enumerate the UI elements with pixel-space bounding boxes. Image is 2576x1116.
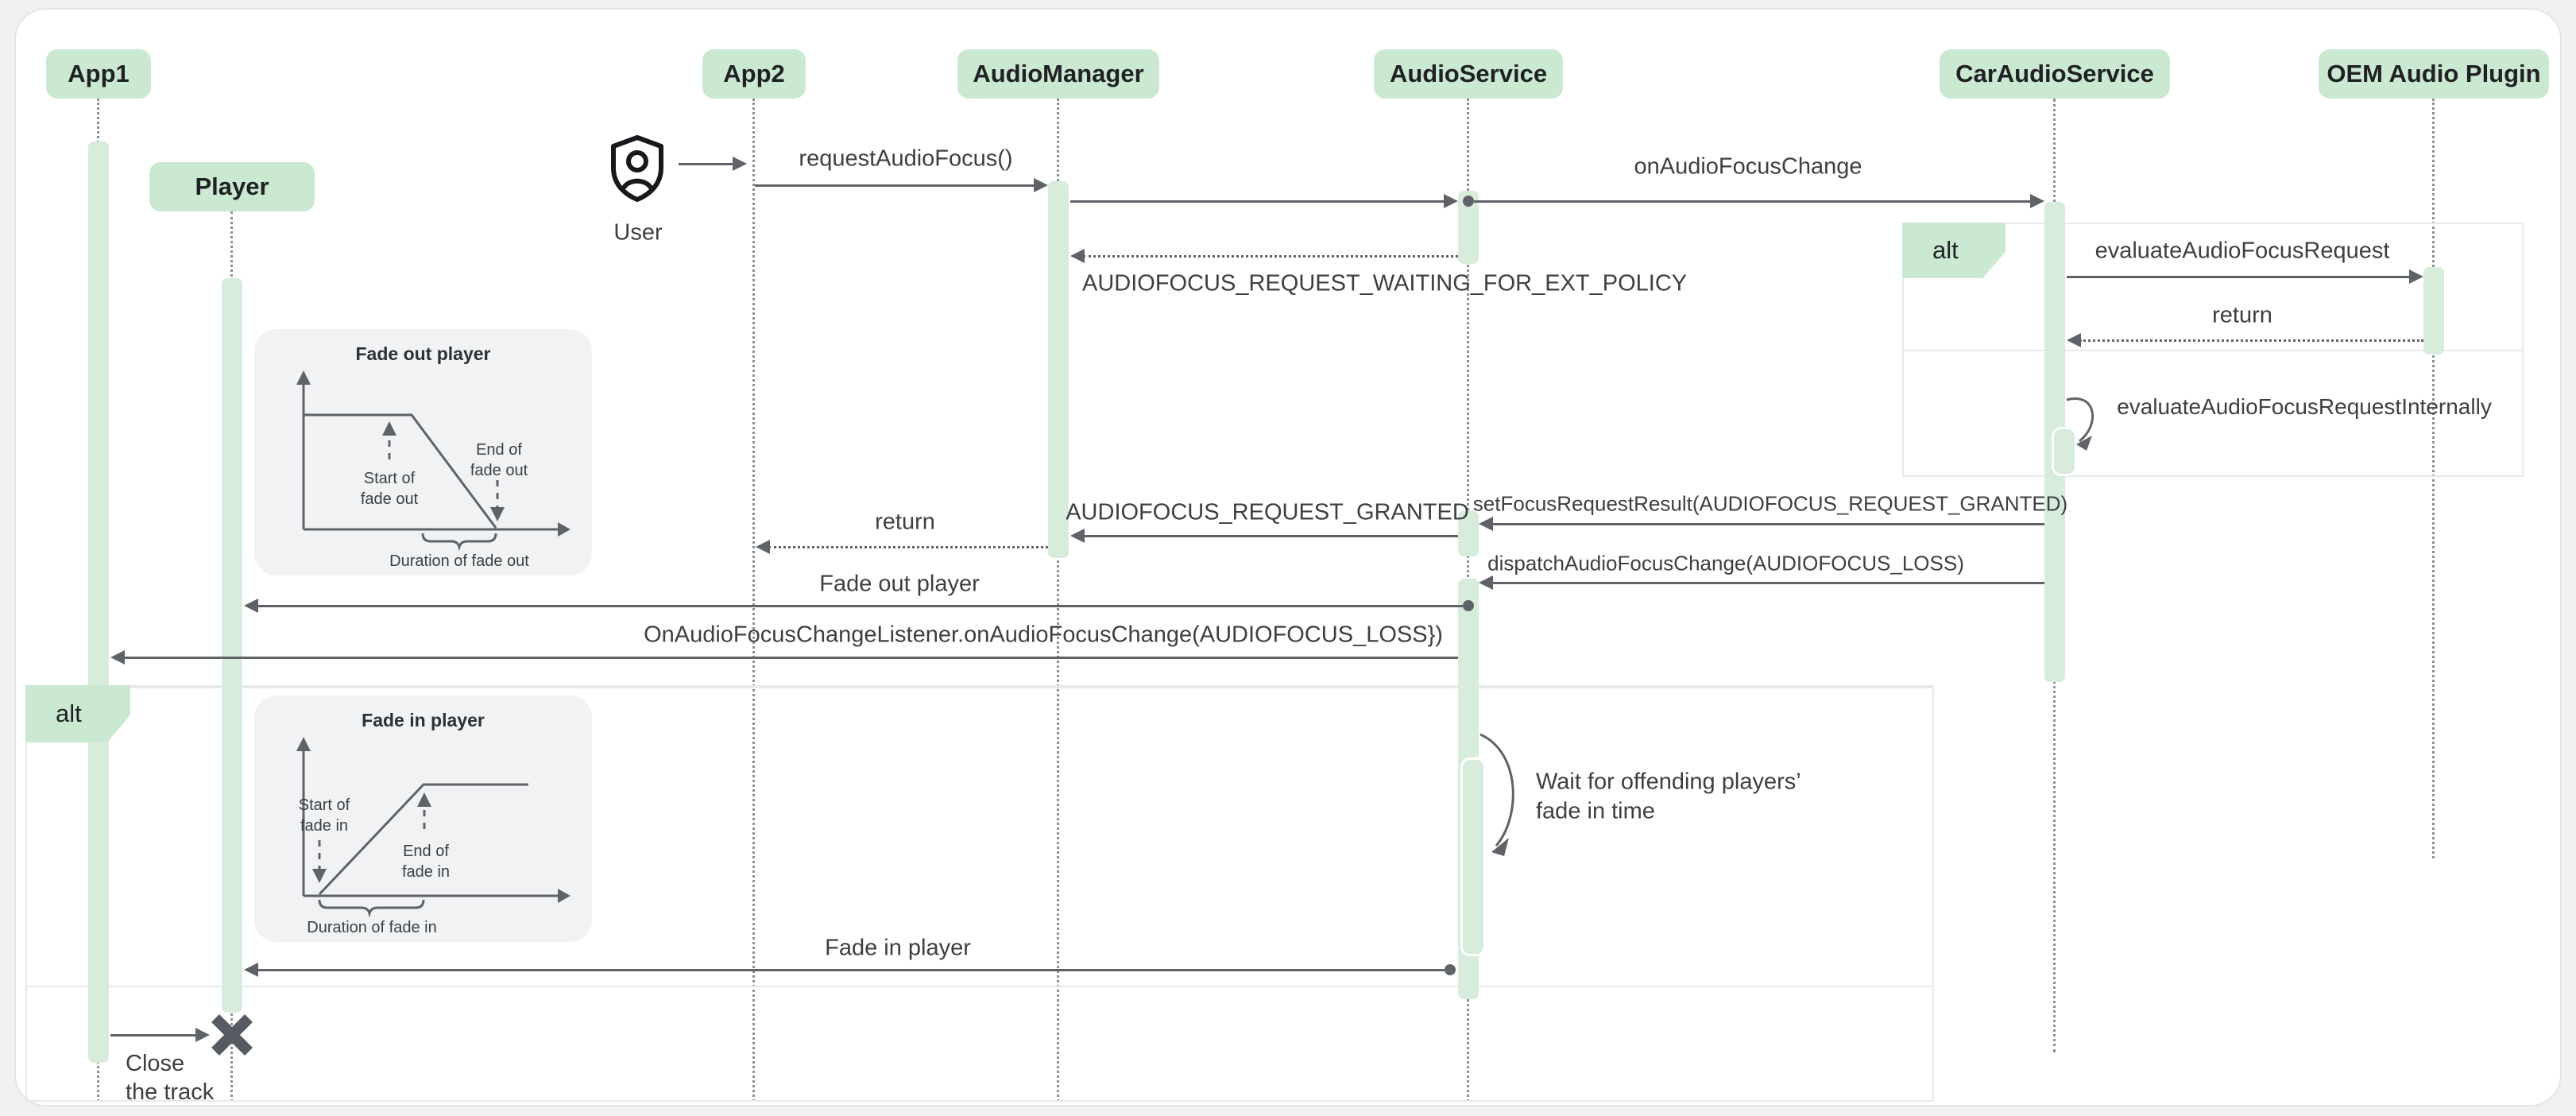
eval-return-arrowhead bbox=[2067, 333, 2081, 347]
dispatch-label: dispatchAudioFocusChange(AUDIOFOCUS_LOSS… bbox=[1487, 551, 1964, 575]
participant-player: Player bbox=[149, 162, 315, 211]
fade-out-chart-title: Fade out player bbox=[355, 343, 491, 364]
manager-return-arrowhead bbox=[756, 540, 770, 554]
granted-label: AUDIOFOCUS_REQUEST_GRANTED bbox=[1066, 499, 1469, 525]
fade-in-chart-plot: Start of fade in End of fade in Duration… bbox=[296, 737, 571, 936]
manager-to-service-arrow bbox=[1070, 200, 1444, 203]
granted-arrowhead bbox=[1070, 529, 1085, 543]
participant-caraudioservice: CarAudioService bbox=[1940, 49, 2170, 99]
wait-label-line1: Wait for offending players’ bbox=[1536, 769, 1801, 795]
fade-out-arrow bbox=[257, 605, 1463, 607]
evaluate-arrowhead bbox=[2409, 269, 2423, 284]
close-label-line1: Close bbox=[126, 1051, 185, 1076]
user-icon bbox=[611, 135, 663, 202]
on-audio-focus-change-arrowhead bbox=[2030, 194, 2044, 208]
alt-right-label: alt bbox=[1902, 223, 2005, 278]
fade-in-chart-title: Fade in player bbox=[362, 710, 485, 730]
participant-oem-audio-plugin: OEM Audio Plugin bbox=[2319, 49, 2549, 99]
fade-out-start-label-1: Start of bbox=[364, 470, 416, 487]
waiting-return-label: AUDIOFOCUS_REQUEST_WAITING_FOR_EXT_POLIC… bbox=[1082, 270, 1688, 296]
user-to-app2-arrowhead bbox=[733, 157, 747, 171]
fade-out-origin-dot bbox=[1463, 600, 1474, 611]
wait-self-arrow bbox=[1479, 733, 1514, 856]
destroy-x-icon bbox=[211, 1014, 253, 1056]
manager-to-service-arrowhead bbox=[1444, 194, 1458, 208]
fade-in-end-label-1: End of bbox=[403, 843, 449, 860]
dispatch-arrowhead bbox=[1479, 575, 1493, 590]
user-to-app2-arrow bbox=[679, 163, 733, 165]
fade-out-end-label-2: fade out bbox=[470, 462, 528, 479]
evaluate-label: evaluateAudioFocusRequest bbox=[2094, 238, 2390, 264]
fade-out-start-label-2: fade out bbox=[361, 490, 419, 508]
fade-out-duration-label: Duration of fade out bbox=[389, 552, 529, 570]
fade-in-start-label-2: fade in bbox=[300, 817, 348, 835]
participant-audiomanager: AudioManager bbox=[957, 49, 1159, 99]
on-audio-focus-change-label: onAudioFocusChange bbox=[1634, 153, 1862, 180]
evaluate-internally-label: evaluateAudioFocusRequestInternally bbox=[2117, 394, 2492, 419]
fade-out-end-label-1: End of bbox=[476, 441, 522, 459]
fade-in-chart: Fade in player Start of fade in End of f… bbox=[254, 696, 592, 942]
fade-in-end-label-2: fade in bbox=[402, 863, 450, 881]
lifeline-oem-audio-plugin bbox=[2432, 99, 2435, 858]
granted-arrow bbox=[1083, 535, 1458, 537]
activation-app1 bbox=[88, 141, 109, 1063]
listener-loss-label: OnAudioFocusChangeListener.onAudioFocusC… bbox=[644, 622, 1443, 648]
fade-in-origin-dot bbox=[1445, 964, 1456, 975]
participant-audioservice: AudioService bbox=[1374, 49, 1563, 99]
set-focus-result-label: setFocusRequestResult(AUDIOFOCUS_REQUEST… bbox=[1472, 491, 2068, 516]
lifeline-app2 bbox=[752, 99, 755, 1102]
dispatch-arrow bbox=[1491, 582, 2044, 584]
eval-return-arrow bbox=[2079, 339, 2423, 342]
activation-audiomanager bbox=[1048, 181, 1069, 558]
fade-in-start-label-1: Start of bbox=[299, 796, 350, 814]
manager-return-label: return bbox=[875, 509, 935, 535]
fade-out-chart-plot: Start of fade out End of fade out Durati… bbox=[296, 370, 571, 570]
fade-out-label: Fade out player bbox=[819, 571, 980, 597]
fade-in-label: Fade in player bbox=[825, 935, 971, 961]
lifeline-audiomanager bbox=[1057, 99, 1059, 1102]
set-focus-result-arrowhead bbox=[1479, 517, 1493, 531]
activation-oem bbox=[2423, 267, 2444, 355]
activation-audioservice-wait bbox=[1463, 760, 1483, 954]
close-label-line2: the track bbox=[126, 1079, 215, 1105]
participant-app1: App1 bbox=[46, 49, 151, 99]
activation-caraudioservice-internal bbox=[2054, 429, 2075, 474]
request-audio-focus-arrow bbox=[755, 184, 1034, 187]
listener-loss-arrow bbox=[123, 657, 1458, 659]
on-audio-focus-change-arrow bbox=[1474, 200, 2030, 203]
alt-fragment-left bbox=[25, 685, 1934, 1102]
manager-return-arrow bbox=[768, 546, 1048, 548]
close-track-arrow bbox=[110, 1034, 195, 1037]
participant-app2: App2 bbox=[702, 49, 806, 99]
alt-fragment-left-divider bbox=[25, 986, 1934, 987]
evaluate-arrow bbox=[2067, 276, 2409, 278]
activation-player bbox=[222, 278, 242, 1013]
fade-out-chart: Fade out player Start of fade out End of… bbox=[254, 329, 592, 575]
waiting-return-arrow bbox=[1083, 255, 1458, 258]
set-focus-result-arrow bbox=[1491, 523, 2044, 525]
request-audio-focus-label: requestAudioFocus() bbox=[799, 145, 1013, 172]
activation-audioservice-2 bbox=[1458, 511, 1479, 556]
waiting-return-arrowhead bbox=[1070, 249, 1085, 263]
fade-out-arrowhead bbox=[244, 599, 258, 613]
request-audio-focus-arrowhead bbox=[1034, 178, 1048, 192]
fade-in-arrowhead bbox=[244, 963, 258, 977]
fade-in-arrow bbox=[257, 969, 1445, 971]
close-track-arrowhead bbox=[195, 1028, 210, 1042]
fade-in-duration-label: Duration of fade in bbox=[307, 919, 436, 936]
alt-fragment-right-divider bbox=[1902, 350, 2524, 351]
listener-loss-arrowhead bbox=[110, 650, 125, 665]
eval-return-label: return bbox=[2212, 302, 2272, 328]
user-label: User bbox=[613, 219, 663, 246]
evaluate-internally-self-arrow bbox=[2066, 397, 2094, 451]
alt-left-label: alt bbox=[25, 685, 130, 742]
on-audio-focus-change-origin-dot bbox=[1463, 196, 1474, 207]
wait-label-line2: fade in time bbox=[1536, 798, 1655, 824]
